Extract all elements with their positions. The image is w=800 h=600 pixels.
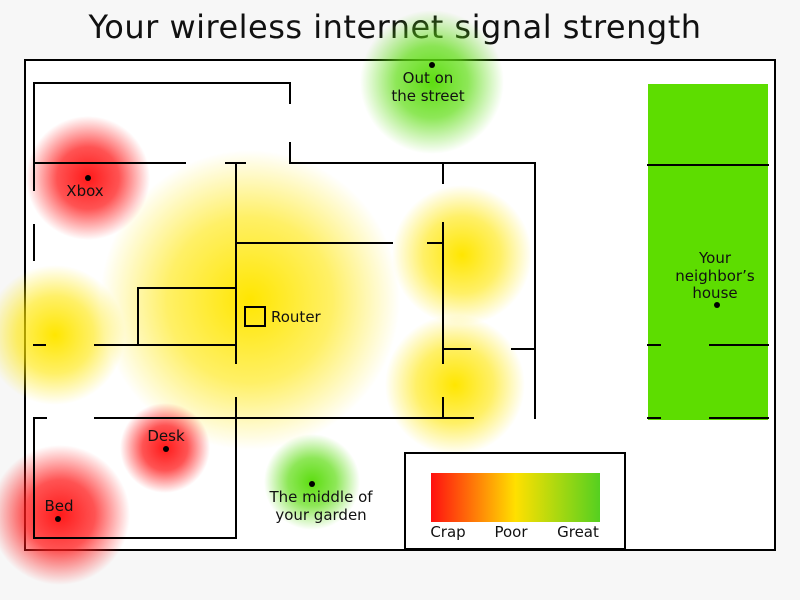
heat-yellow-left bbox=[0, 265, 125, 405]
legend-label-poor: Poor bbox=[494, 523, 528, 541]
dot-desk bbox=[163, 446, 169, 452]
heat-red-bed bbox=[0, 445, 130, 585]
label-desk: Desk bbox=[147, 427, 185, 445]
label-street-line2: the street bbox=[391, 87, 464, 105]
label-xbox: Xbox bbox=[66, 182, 104, 200]
router-icon bbox=[244, 306, 266, 327]
label-garden-line1: The middle of bbox=[268, 488, 373, 506]
label-bed: Bed bbox=[44, 497, 73, 515]
legend-gradient-bar bbox=[431, 473, 600, 522]
neighbor-house-area bbox=[648, 84, 768, 420]
heat-yellow-right-top bbox=[392, 185, 532, 325]
dot-street bbox=[429, 62, 435, 68]
legend-label-great: Great bbox=[557, 523, 599, 541]
heat-yellow-right-bottom bbox=[385, 315, 525, 455]
signal-heat-spots bbox=[0, 10, 532, 585]
location-dots bbox=[55, 62, 720, 522]
label-garden-line2: your garden bbox=[275, 506, 366, 524]
legend-label-crap: Crap bbox=[430, 523, 465, 541]
dot-bed bbox=[55, 516, 61, 522]
label-neighbor-line2: neighbor’s bbox=[675, 267, 755, 285]
dot-neighbor bbox=[714, 302, 720, 308]
dot-xbox bbox=[85, 175, 91, 181]
heat-yellow-router bbox=[100, 150, 400, 450]
dot-garden bbox=[309, 481, 315, 487]
label-neighbor-line3: house bbox=[692, 284, 737, 302]
label-street-line1: Out on bbox=[403, 69, 454, 87]
label-router: Router bbox=[271, 308, 322, 326]
heat-green-street bbox=[360, 10, 504, 154]
house-walls bbox=[33, 82, 769, 539]
legend: Crap Poor Great bbox=[404, 452, 626, 550]
label-neighbor-line1: Your bbox=[698, 249, 732, 267]
